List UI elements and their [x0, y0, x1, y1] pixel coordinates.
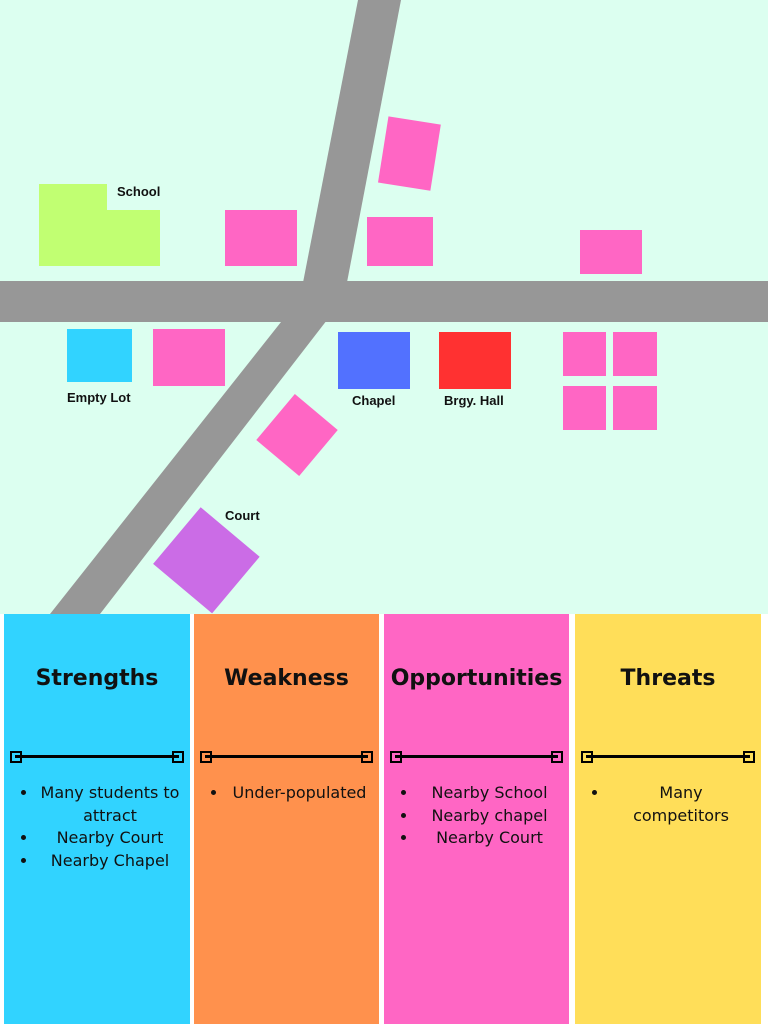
weakness-title: Weakness	[224, 666, 349, 691]
list-item: Under-populated	[228, 782, 371, 805]
road-diagonal	[50, 298, 344, 614]
house	[367, 217, 433, 266]
strengths-list: Many students to attract Nearby Court Ne…	[4, 782, 190, 872]
map-diagram: School Empty Lot Chapel Brgy. Hall Court	[0, 0, 768, 614]
house	[153, 329, 225, 386]
opportunities-list: Nearby School Nearby chapel Nearby Court	[384, 782, 569, 850]
threats-list: Many competitors	[575, 782, 761, 827]
list-item: Nearby Court	[38, 827, 182, 850]
school-label: School	[117, 184, 160, 199]
opportunities-title: Opportunities	[390, 666, 563, 691]
swot-opportunities-column: Opportunities Nearby School Nearby chape…	[384, 614, 569, 1024]
road-horizontal	[0, 281, 768, 322]
chapel-label: Chapel	[352, 393, 395, 408]
court-area	[153, 507, 260, 614]
house	[613, 386, 657, 430]
list-item: Nearby Chapel	[38, 850, 182, 873]
threats-divider	[581, 751, 755, 763]
opportunities-divider	[390, 751, 563, 763]
strengths-title: Strengths	[35, 666, 159, 691]
house	[563, 332, 606, 376]
swot-threats-column: Threats Many competitors	[575, 614, 761, 1024]
house	[225, 210, 297, 266]
empty-lot-label: Empty Lot	[67, 390, 131, 405]
school-building	[39, 184, 160, 266]
weakness-list: Under-populated	[194, 782, 379, 805]
list-item: Many competitors	[609, 782, 753, 827]
house	[378, 116, 441, 191]
list-item: Many students to attract	[38, 782, 182, 827]
brgy-hall-building	[439, 332, 511, 389]
list-item: Nearby School	[418, 782, 561, 805]
brgy-hall-label: Brgy. Hall	[444, 393, 504, 408]
weakness-divider	[200, 751, 373, 763]
house	[580, 230, 642, 274]
house	[256, 394, 338, 476]
swot-weakness-column: Weakness Under-populated	[194, 614, 379, 1024]
empty-lot	[67, 329, 132, 382]
list-item: Nearby Court	[418, 827, 561, 850]
house	[613, 332, 657, 376]
threats-title: Threats	[620, 666, 716, 691]
list-item: Nearby chapel	[418, 805, 561, 828]
strengths-divider	[10, 751, 184, 763]
swot-strengths-column: Strengths Many students to attract Nearb…	[4, 614, 190, 1024]
road-north	[300, 0, 401, 298]
house	[563, 386, 606, 430]
chapel-building	[338, 332, 410, 389]
court-label: Court	[225, 508, 260, 523]
